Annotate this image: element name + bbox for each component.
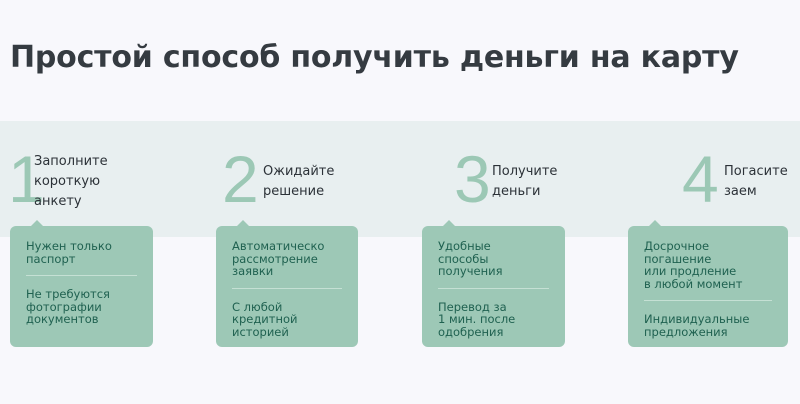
page-title: Простой способ получить деньги на карту xyxy=(10,40,739,75)
step-number: 1 xyxy=(8,142,45,216)
step-title: Погасите заем xyxy=(724,164,788,199)
divider xyxy=(232,287,342,289)
step-title: Заполните короткую анкету xyxy=(34,154,108,209)
step-title: Получите деньги xyxy=(492,164,558,199)
step-title: Ожидайте решение xyxy=(263,164,335,199)
step-number: 2 xyxy=(222,142,259,216)
step-1-card: Нужен только паспорт Не требуются фотогр… xyxy=(10,220,153,347)
steps-band xyxy=(0,121,800,237)
step-number: 3 xyxy=(454,142,491,216)
feature-item: Не требуются фотографии документов xyxy=(26,287,110,326)
divider xyxy=(26,275,137,276)
step-2-card: Автоматическо рассмотрение заявки С любо… xyxy=(216,220,358,347)
feature-item: Досрочное погашение или продление в любо… xyxy=(644,239,743,291)
feature-item: Удобные способы получения xyxy=(438,239,503,278)
step-number: 4 xyxy=(682,142,719,216)
step-4-card: Досрочное погашение или продление в любо… xyxy=(628,220,788,347)
divider xyxy=(644,300,772,301)
feature-item: Нужен только паспорт xyxy=(26,239,112,266)
feature-item: Индивидуальные предложения xyxy=(644,312,750,339)
feature-item: Перевод за 1 мин. после одобрения xyxy=(438,299,516,339)
feature-item: С любой кредитной историей xyxy=(232,299,298,339)
step-3-card: Удобные способы получения Перевод за 1 м… xyxy=(422,220,565,347)
divider xyxy=(438,287,549,289)
feature-item: Автоматическо рассмотрение заявки xyxy=(232,239,325,278)
